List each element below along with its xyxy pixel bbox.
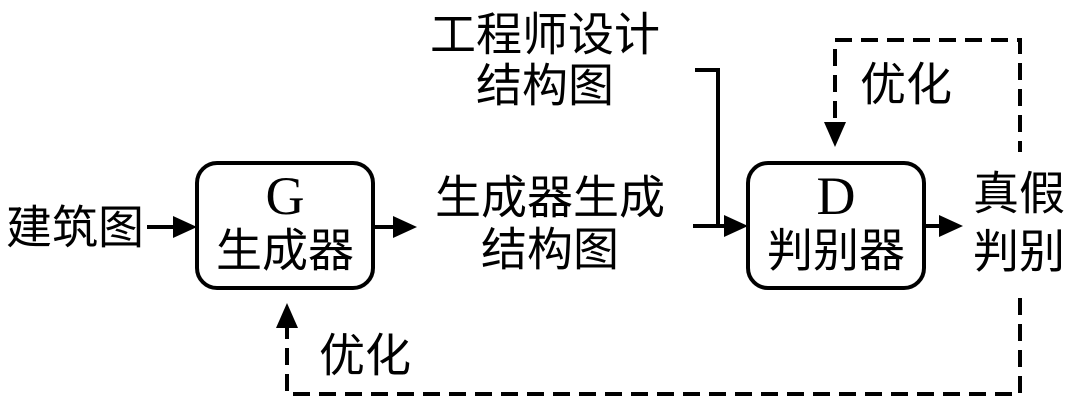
generator-output-label-line2: 结构图	[481, 225, 619, 276]
optimize-discriminator-feedback-line	[833, 38, 1022, 152]
output-label-line1: 真假	[973, 169, 1065, 220]
discriminator-name: 判别器	[767, 226, 905, 277]
generator-name: 生成器	[216, 226, 354, 277]
input-label: 建筑图	[6, 203, 144, 254]
input-to-generator-arrowhead-icon	[173, 216, 197, 238]
engineer-design-connector-line	[695, 68, 720, 226]
engineer-design-label-line1: 工程师设计	[430, 10, 660, 61]
engineer-design-label-line2: 结构图	[476, 61, 614, 112]
generator-output-arrowhead-icon	[393, 216, 417, 238]
discriminator-box	[746, 161, 926, 290]
generator-letter: G	[266, 166, 305, 226]
optimize-generator-feedback-line	[285, 298, 1022, 396]
output-label-line2: 判别	[973, 227, 1065, 278]
generator-output-label-line1: 生成器生成	[435, 173, 665, 224]
discriminator-letter: D	[817, 166, 856, 226]
discriminator-input-arrowhead-icon	[724, 215, 748, 237]
optimize-generator-arrowhead-icon	[276, 303, 298, 328]
optimize-discriminator-arrowhead-icon	[824, 122, 846, 147]
optimize-discriminator-label: 优化	[860, 60, 952, 111]
discriminator-output-arrowhead-icon	[939, 215, 963, 237]
generator-box	[195, 161, 375, 290]
optimize-generator-label: 优化	[319, 331, 411, 382]
